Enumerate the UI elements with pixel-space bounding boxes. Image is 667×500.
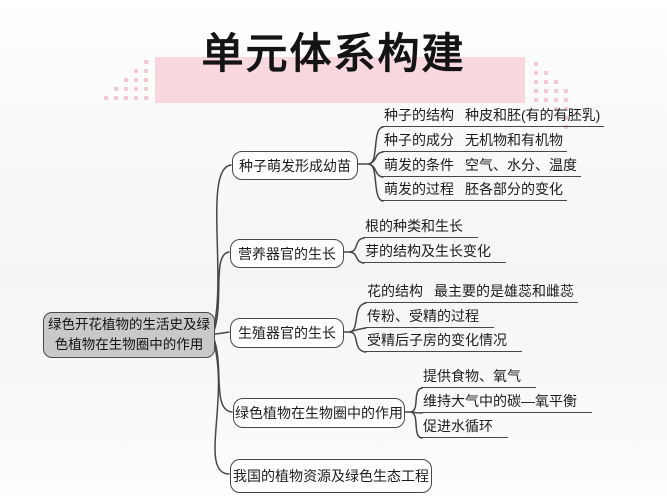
leaf-label: 提供食物、氧气 (423, 368, 521, 384)
leaf-row: 提供食物、氧气 (421, 367, 536, 388)
title-banner (155, 57, 525, 103)
leaf-label: 维持大气中的碳—氧平衡 (423, 393, 577, 409)
leaf-row: 种子的结构种皮和胚(有的有胚乳) (382, 106, 605, 127)
branch1-connectors (355, 126, 384, 202)
leaf-label: 种子的结构 (384, 107, 454, 123)
leaf-label: 受精后子房的变化情况 (367, 332, 507, 348)
leaf-row: 传粉、受精的过程 (365, 307, 494, 328)
leaf-label: 根的种类和生长 (365, 218, 463, 234)
leaf-label: 花的结构 (367, 283, 423, 299)
branch-node-seed-germination: 种子萌发形成幼苗 (232, 151, 358, 180)
dot-pattern-right (534, 62, 568, 129)
branch-node-plant-resources: 我国的植物资源及绿色生态工程 (230, 459, 432, 493)
leaf-row: 萌发的条件空气、水分、温度 (382, 156, 581, 177)
branch-node-role-in-biosphere: 绿色植物在生物圈中的作用 (233, 398, 405, 428)
leaf-label: 芽的结构及生长变化 (365, 243, 491, 259)
leaf-row: 花的结构最主要的是雄蕊和雌蕊 (365, 282, 578, 303)
leaf-row: 根的种类和生长 (363, 217, 478, 238)
leaf-row: 萌发的过程胚各部分的变化 (382, 180, 567, 201)
leaf-label: 萌发的过程 (384, 181, 454, 197)
leaf-label: 传粉、受精的过程 (367, 308, 479, 324)
leaf-row: 芽的结构及生长变化 (363, 242, 506, 263)
leaf-label: 种子的成分 (384, 132, 454, 148)
root-node: 绿色开花植物的生活史及绿色植物在生物圈中的作用 (43, 312, 215, 358)
branch2-connectors (341, 237, 365, 264)
branch4-connectors (402, 387, 423, 439)
leaf-row: 促进水循环 (421, 417, 508, 438)
leaf-note: 最主要的是雄蕊和雌蕊 (434, 283, 574, 299)
root-branch-connectors (213, 164, 233, 475)
leaf-note: 胚各部分的变化 (465, 181, 563, 197)
branch-node-vegetative-organs: 营养器官的生长 (230, 239, 344, 268)
leaf-label: 萌发的条件 (384, 157, 454, 173)
branch3-connectors (341, 302, 367, 353)
leaf-note: 空气、水分、温度 (465, 157, 577, 173)
dot-pattern-left (104, 60, 148, 100)
leaf-label: 促进水循环 (423, 418, 493, 434)
leaf-row: 维持大气中的碳—氧平衡 (421, 392, 592, 413)
leaf-note: 无机物和有机物 (465, 132, 563, 148)
branch-node-reproductive-organs: 生殖器官的生长 (230, 318, 344, 348)
leaf-row: 受精后子房的变化情况 (365, 331, 522, 352)
leaf-row: 种子的成分无机物和有机物 (382, 131, 567, 152)
leaf-note: 种皮和胚(有的有胚乳) (465, 107, 601, 123)
page-title: 单元体系构建 (201, 30, 466, 77)
